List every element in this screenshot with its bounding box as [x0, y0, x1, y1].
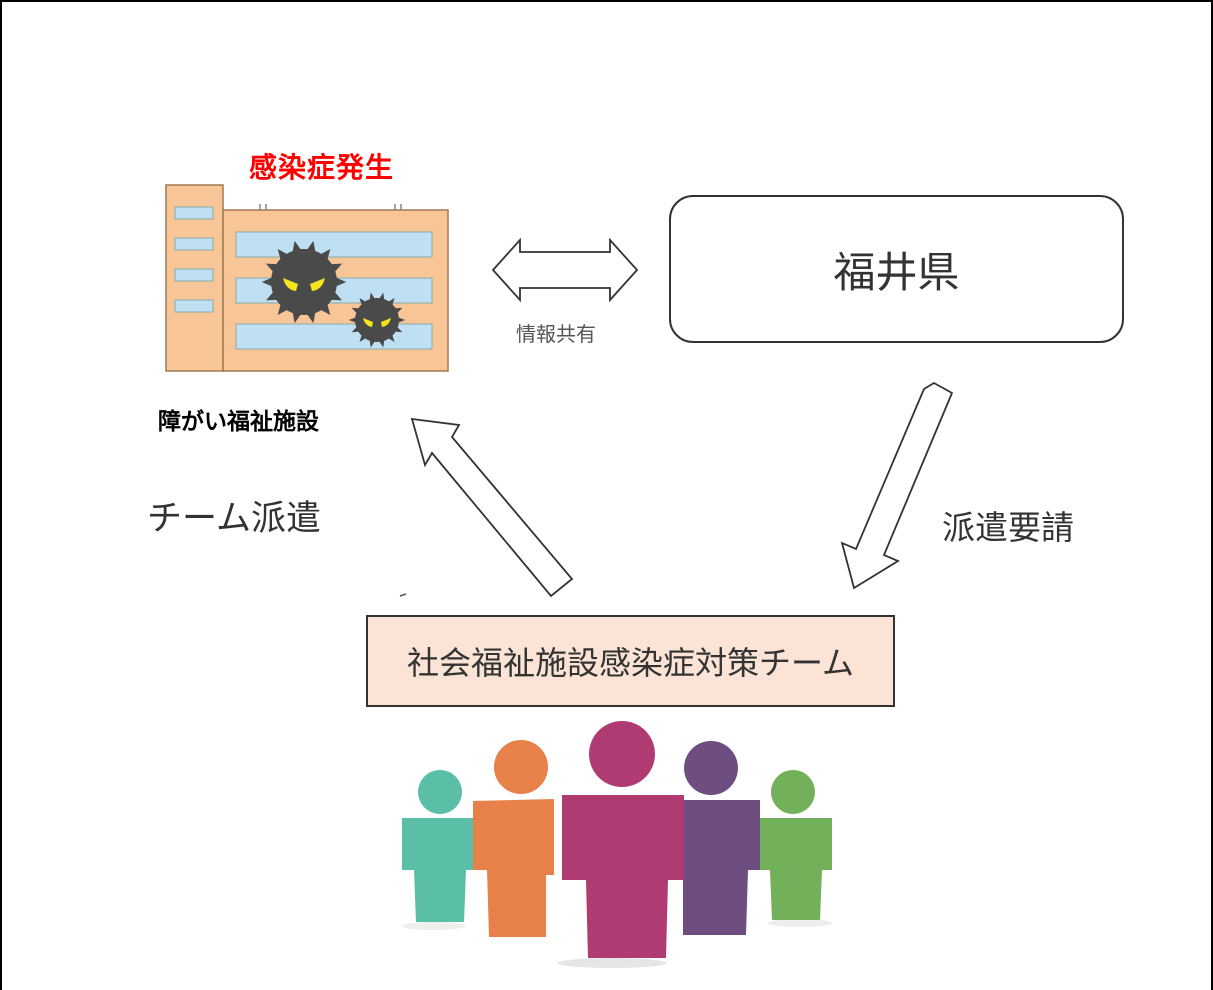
facility-label: 障がい福祉施設	[158, 409, 319, 435]
person-icon	[562, 721, 684, 958]
person-icon	[758, 770, 832, 920]
info-share-label: 情報共有	[516, 322, 596, 346]
people-group-icon	[402, 721, 832, 968]
person-icon	[681, 741, 760, 935]
team-label: 社会福祉施設感染症対策チーム	[406, 644, 855, 682]
building-icon	[165, 184, 449, 372]
arrow-dispatch-icon	[410, 417, 574, 598]
virus-icon	[348, 292, 406, 348]
team-box: 社会福祉施設感染症対策チーム	[366, 615, 895, 707]
arrow-request-icon	[840, 381, 954, 590]
prefecture-label: 福井県	[833, 247, 960, 297]
outbreak-label: 感染症発生	[249, 151, 395, 184]
prefecture-box: 福井県	[669, 195, 1124, 343]
team-dispatch-label: チーム派遣	[147, 499, 321, 539]
person-icon	[402, 770, 476, 922]
double-arrow-icon	[491, 237, 639, 303]
virus-icon	[261, 240, 347, 324]
dispatch-request-label: 派遣要請	[942, 508, 1074, 547]
person-icon	[473, 740, 554, 937]
